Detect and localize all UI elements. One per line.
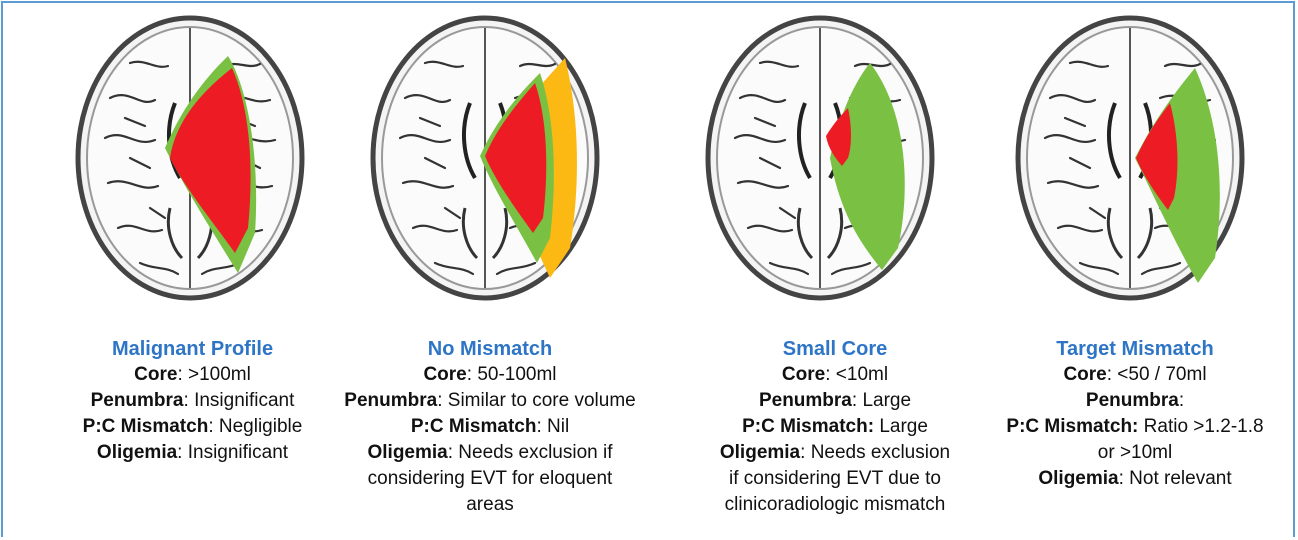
caption-line: if considering EVT due to <box>690 466 980 492</box>
caption-target-mismatch: Target Mismatch Core: <50 / 70ml Penumbr… <box>985 336 1285 492</box>
caption-line: Core: >100ml <box>60 362 325 388</box>
caption-small-core: Small Core Core: <10ml Penumbra: Large P… <box>690 336 980 518</box>
panel-title: Malignant Profile <box>60 336 325 362</box>
brain-scan-malignant-profile <box>70 8 310 308</box>
caption-line: Oligemia: Insignificant <box>60 440 325 466</box>
caption-line: Core: 50-100ml <box>330 362 650 388</box>
caption-line: Oligemia: Needs exclusion <box>690 440 980 466</box>
caption-line: Penumbra: Large <box>690 388 980 414</box>
caption-line: or >10ml <box>985 440 1285 466</box>
caption-line: Penumbra: <box>985 388 1285 414</box>
caption-malignant-profile: Malignant Profile Core: >100ml Penumbra:… <box>60 336 325 466</box>
caption-line: Core: <10ml <box>690 362 980 388</box>
caption-line: areas <box>330 492 650 518</box>
caption-line: clinicoradiologic mismatch <box>690 492 980 518</box>
brain-scan-no-mismatch <box>365 8 605 308</box>
brain-scan-small-core <box>700 8 940 308</box>
caption-line: Oligemia: Needs exclusion if <box>330 440 650 466</box>
caption-line: Oligemia: Not relevant <box>985 466 1285 492</box>
caption-no-mismatch: No Mismatch Core: 50-100ml Penumbra: Sim… <box>330 336 650 518</box>
caption-line: considering EVT for eloquent <box>330 466 650 492</box>
panel-title: Small Core <box>690 336 980 362</box>
caption-line: P:C Mismatch: Large <box>690 414 980 440</box>
caption-line: Penumbra: Insignificant <box>60 388 325 414</box>
caption-line: P:C Mismatch: Ratio >1.2-1.8 <box>985 414 1285 440</box>
panel-title: Target Mismatch <box>985 336 1285 362</box>
caption-line: Core: <50 / 70ml <box>985 362 1285 388</box>
panel-title: No Mismatch <box>330 336 650 362</box>
caption-line: P:C Mismatch: Negligible <box>60 414 325 440</box>
caption-line: Penumbra: Similar to core volume <box>330 388 650 414</box>
caption-line: P:C Mismatch: Nil <box>330 414 650 440</box>
brain-scan-target-mismatch <box>1010 8 1250 308</box>
